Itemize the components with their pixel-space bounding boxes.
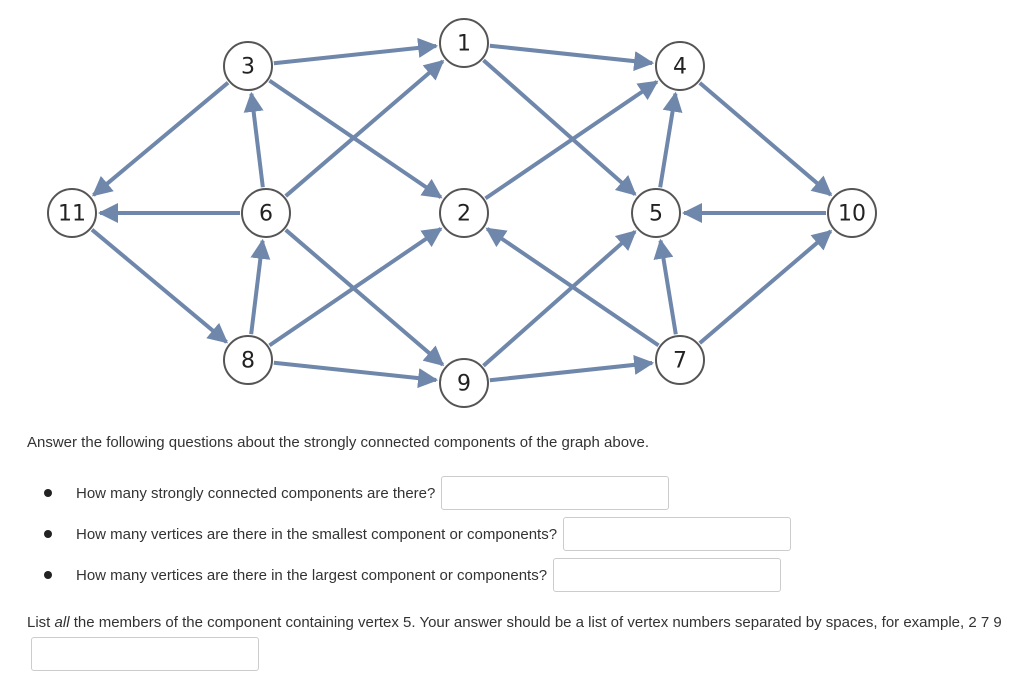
question-item-largest: How many vertices are there in the large… — [44, 558, 782, 592]
edge-9-to-7 — [489, 354, 655, 383]
bullet-icon — [44, 489, 52, 497]
node-circle — [439, 188, 489, 238]
node-circle — [439, 358, 489, 408]
bullet-icon — [44, 571, 52, 579]
smallest-component-input[interactable] — [563, 517, 792, 551]
node-circle — [631, 188, 681, 238]
edges-layer — [90, 37, 833, 389]
edge-3-to-11 — [91, 81, 230, 197]
node-label: 1 — [457, 32, 471, 57]
component-members-input[interactable] — [31, 637, 259, 671]
edge-7-to-5 — [653, 238, 678, 335]
final-prompt-emphasis: all — [54, 614, 70, 631]
node-label: 6 — [259, 202, 273, 227]
node-10: 10 — [827, 188, 877, 238]
edge-8-to-2 — [268, 227, 443, 348]
edge-11-to-8 — [90, 228, 229, 344]
node-3: 3 — [223, 41, 273, 91]
node-9: 9 — [439, 358, 489, 408]
node-label: 10 — [838, 202, 866, 227]
question-item-smallest: How many vertices are there in the small… — [44, 517, 792, 551]
question-label: How many strongly connected components a… — [76, 484, 436, 502]
graph-diagram: 1 2 3 4 5 6 7 8 9 10 11 — [47, 18, 877, 408]
final-prompt-after: the members of the component containing … — [69, 614, 1002, 631]
edge-8-to-9 — [273, 360, 439, 389]
node-11: 11 — [47, 188, 97, 238]
node-label: 5 — [649, 202, 663, 227]
node-7: 7 — [655, 335, 705, 385]
node-circle — [439, 18, 489, 68]
node-label: 7 — [673, 349, 687, 374]
question-label: How many vertices are there in the large… — [76, 566, 548, 584]
edge-7-to-10 — [698, 229, 833, 345]
node-circle — [223, 335, 273, 385]
node-label: 3 — [241, 55, 255, 80]
node-5: 5 — [631, 188, 681, 238]
node-circle — [241, 188, 291, 238]
question-item-components: How many strongly connected components a… — [44, 476, 670, 510]
edge-2-to-4 — [484, 80, 659, 201]
edge-1-to-5 — [482, 58, 637, 196]
question-label: How many vertices are there in the small… — [76, 525, 558, 543]
edge-6-to-1 — [284, 59, 445, 198]
edge-4-to-10 — [698, 81, 833, 197]
node-4: 4 — [655, 41, 705, 91]
node-8: 8 — [223, 335, 273, 385]
node-label: 4 — [673, 55, 687, 80]
intro-text: Answer the following questions about the… — [27, 434, 650, 451]
edge-1-to-4 — [489, 43, 655, 72]
bullet-icon — [44, 530, 52, 538]
components-count-input[interactable] — [441, 476, 670, 510]
edge-9-to-5 — [482, 230, 637, 368]
edge-8-to-6 — [249, 238, 271, 335]
largest-component-input[interactable] — [553, 558, 782, 592]
edge-6-to-9 — [284, 228, 445, 367]
node-circle — [655, 41, 705, 91]
node-label: 8 — [241, 349, 255, 374]
node-label: 11 — [58, 202, 86, 227]
node-circle — [655, 335, 705, 385]
node-circle — [827, 188, 877, 238]
nodes-layer: 1 2 3 4 5 6 7 8 9 10 11 — [47, 18, 877, 408]
node-label: 2 — [457, 202, 471, 227]
node-circle — [47, 188, 97, 238]
node-circle — [223, 41, 273, 91]
node-1: 1 — [439, 18, 489, 68]
node-label: 9 — [457, 372, 471, 397]
edge-3-to-1 — [273, 37, 439, 66]
final-prompt-before: List — [27, 614, 55, 631]
node-6: 6 — [241, 188, 291, 238]
edge-6-to-3 — [243, 91, 265, 188]
edge-5-to-4 — [658, 91, 683, 188]
node-2: 2 — [439, 188, 489, 238]
final-question: List all the members of the component co… — [27, 608, 1007, 671]
